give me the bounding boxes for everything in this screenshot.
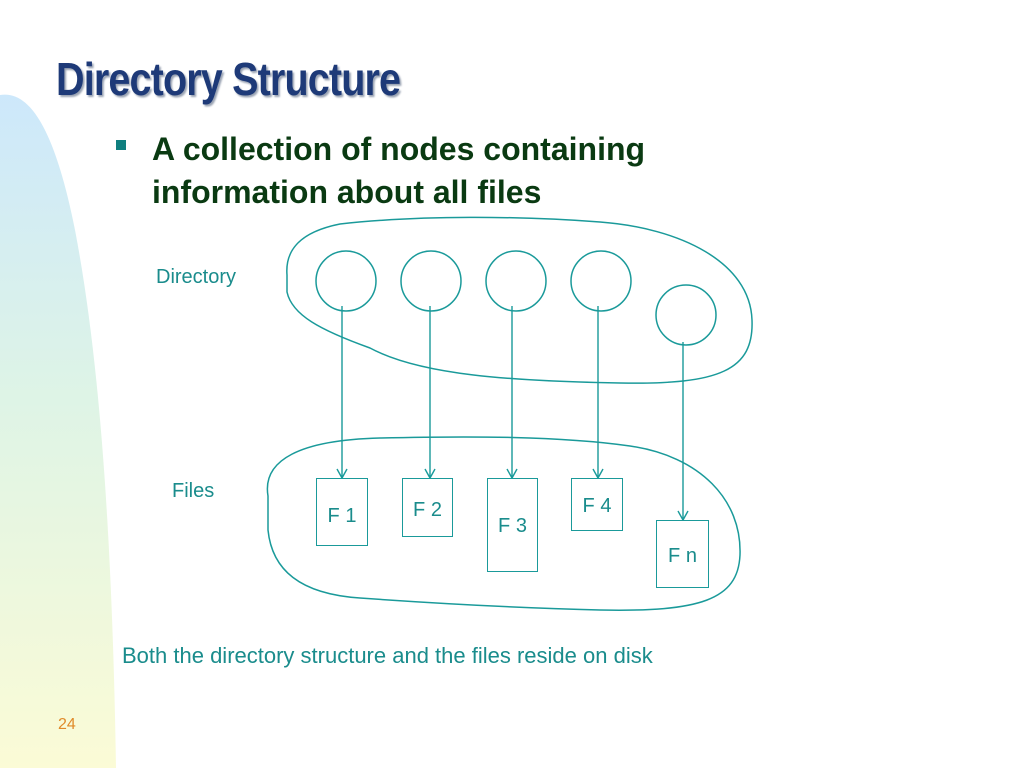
page-number: 24	[58, 716, 76, 733]
files-outline	[266, 436, 741, 611]
directory-node	[485, 250, 547, 312]
directory-node	[315, 250, 377, 312]
file-box-f2: F 2	[402, 478, 453, 537]
file-box-fn: F n	[656, 520, 709, 588]
directory-node	[655, 284, 717, 346]
file-box-f3: F 3	[487, 478, 538, 572]
directory-label: Directory	[156, 266, 237, 288]
slide-title: Directory Structure	[56, 53, 401, 105]
square-bullet-icon	[116, 140, 126, 150]
file-box-f1: F 1	[316, 478, 368, 546]
directory-node	[400, 250, 462, 312]
directory-node	[570, 250, 632, 312]
file-box-f4: F 4	[571, 478, 623, 531]
files-label: Files	[172, 480, 215, 502]
footnote: Both the directory structure and the fil…	[122, 643, 653, 668]
directory-outline	[286, 216, 753, 384]
bullet-text: A collection of nodes containing informa…	[152, 131, 646, 210]
